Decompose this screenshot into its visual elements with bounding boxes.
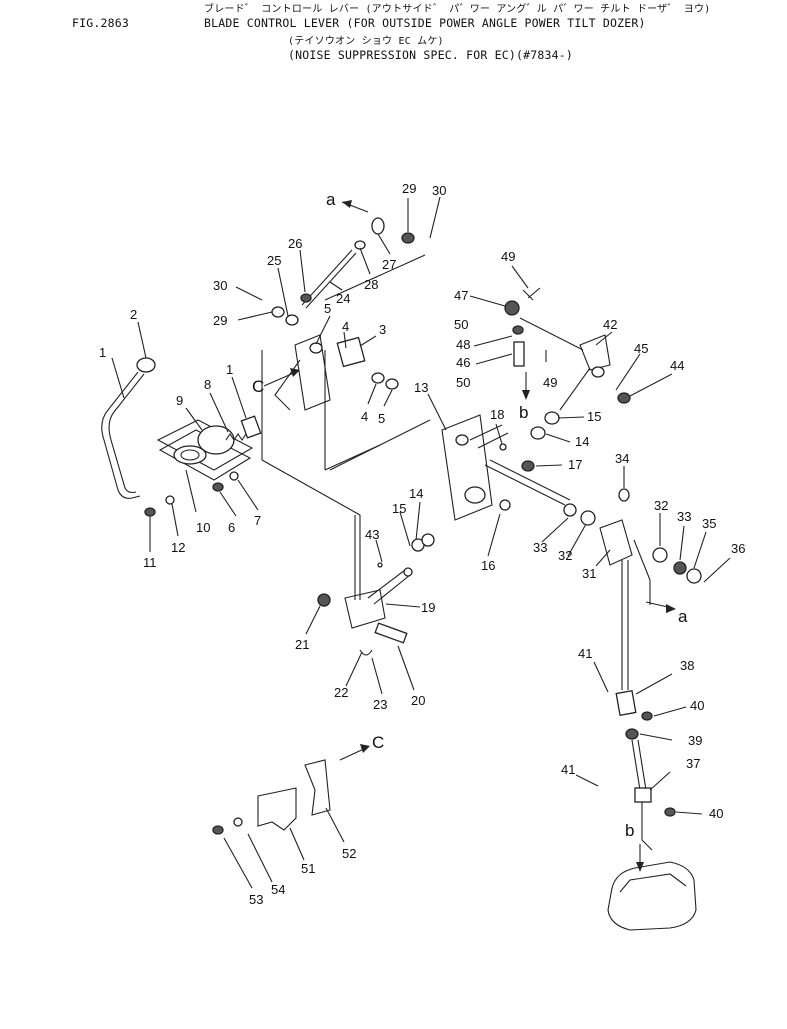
part-label-38: 38 (680, 658, 694, 673)
part-label-42: 42 (603, 317, 617, 332)
part-label-45: 45 (634, 341, 648, 356)
main-bracket (441, 411, 571, 521)
part-label-51: 51 (301, 861, 315, 876)
part-label-14: 14 (409, 486, 423, 501)
part-label-24: 24 (336, 291, 350, 306)
part-label-30: 30 (213, 278, 227, 293)
part-label-7: 7 (254, 513, 261, 528)
part-label-3: 3 (379, 322, 386, 337)
arrow-letter-b: b (625, 821, 634, 840)
part-label-39: 39 (688, 733, 702, 748)
part-label-47: 47 (454, 288, 468, 303)
cover-plates (212, 759, 331, 835)
part-label-4: 4 (361, 409, 368, 424)
title-kana: ブレード゛ コントロール レバー (アウトサイド゛ パ゛ワー アング゛ル パ゛ワ… (204, 4, 711, 15)
part-label-33: 33 (677, 509, 691, 524)
part-label-31: 31 (582, 566, 596, 581)
arrow-letter-c: C (252, 377, 264, 396)
direction-arrows (263, 200, 676, 872)
part-label-4: 4 (342, 319, 349, 334)
part-label-18: 18 (490, 407, 504, 422)
part-label-30: 30 (432, 183, 446, 198)
part-label-23: 23 (373, 697, 387, 712)
part-label-12: 12 (171, 540, 185, 555)
part-label-1: 1 (99, 345, 106, 360)
part-label-41: 41 (578, 646, 592, 661)
part-label-32: 32 (654, 498, 668, 513)
part-label-15: 15 (392, 501, 406, 516)
part-label-11: 11 (143, 555, 157, 570)
part-label-9: 9 (176, 393, 183, 408)
spec-line: (NOISE SUPPRESSION SPEC. FOR EC)(#7834-) (288, 48, 573, 62)
part-label-37: 37 (686, 756, 700, 771)
part-label-34: 34 (615, 451, 629, 466)
part-label-14: 14 (575, 434, 589, 449)
part-label-40: 40 (709, 806, 723, 821)
upper-right-links (504, 287, 631, 411)
figure-number: FIG.2863 (72, 16, 129, 30)
part-label-28: 28 (364, 277, 378, 292)
drawing-title: BLADE CONTROL LEVER (FOR OUTSIDE POWER A… (204, 16, 646, 30)
lever-assembly (101, 357, 262, 517)
spec-kana: (テイソウオン ショウ EC ムケ) (288, 36, 444, 47)
part-label-16: 16 (481, 558, 495, 573)
part-label-17: 17 (568, 457, 582, 472)
arrow-letter-c: C (372, 733, 384, 752)
part-label-44: 44 (670, 358, 684, 373)
part-label-49: 49 (543, 375, 557, 390)
upper-linkage (261, 217, 431, 516)
right-lever-assembly (563, 488, 702, 931)
part-label-27: 27 (382, 257, 396, 272)
part-label-41: 41 (561, 762, 575, 777)
part-label-8: 8 (204, 377, 211, 392)
part-label-25: 25 (267, 253, 281, 268)
part-label-10: 10 (196, 520, 210, 535)
part-label-22: 22 (334, 685, 348, 700)
part-label-1: 1 (226, 362, 233, 377)
part-label-5: 5 (378, 411, 385, 426)
part-label-32: 32 (558, 548, 572, 563)
part-label-2: 2 (130, 307, 137, 322)
part-label-29: 29 (402, 181, 416, 196)
arrow-letter-a: a (326, 190, 336, 209)
part-label-54: 54 (271, 882, 285, 897)
part-label-40: 40 (690, 698, 704, 713)
part-label-50: 50 (454, 317, 468, 332)
part-label-48: 48 (456, 337, 470, 352)
part-label-50: 50 (456, 375, 470, 390)
part-label-13: 13 (414, 380, 428, 395)
arrow-letter-a: a (678, 607, 688, 626)
part-label-53: 53 (249, 892, 263, 907)
part-label-26: 26 (288, 236, 302, 251)
part-label-15: 15 (587, 409, 601, 424)
part-label-5: 5 (324, 301, 331, 316)
part-label-35: 35 (702, 516, 716, 531)
part-label-19: 19 (421, 600, 435, 615)
part-label-52: 52 (342, 846, 356, 861)
part-label-6: 6 (228, 520, 235, 535)
part-label-49: 49 (501, 249, 515, 264)
lower-linkage (317, 515, 435, 656)
part-label-21: 21 (295, 637, 309, 652)
part-label-43: 43 (365, 527, 379, 542)
leader-lines (111, 196, 731, 889)
part-label-29: 29 (213, 313, 227, 328)
part-label-33: 33 (533, 540, 547, 555)
arrow-letter-b: b (519, 403, 528, 422)
part-label-46: 46 (456, 355, 470, 370)
part-label-20: 20 (411, 693, 425, 708)
part-label-36: 36 (731, 541, 745, 556)
